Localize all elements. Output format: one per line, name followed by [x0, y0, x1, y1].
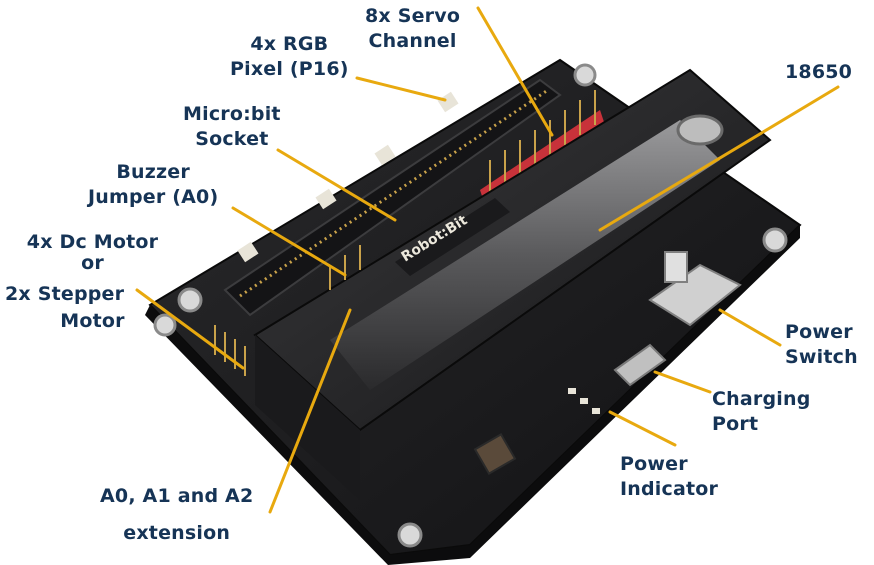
label-line: Motor: [60, 310, 125, 332]
label-line: Port: [712, 413, 759, 435]
label-line: Indicator: [620, 478, 719, 500]
leader-indicator: [608, 410, 677, 447]
leader-extension: [268, 308, 352, 514]
label-line: Pixel (P16): [230, 58, 349, 80]
label-line: Power: [785, 321, 853, 343]
label-line: 4x RGB: [250, 33, 329, 55]
leader-buzzer: [231, 206, 347, 277]
label-microbit-socket: Micro:bit Socket: [183, 102, 281, 152]
label-line: Charging: [712, 388, 811, 410]
battery-cell: [330, 120, 720, 390]
label-line: A0, A1 and A2: [100, 485, 254, 507]
leader-battery: [598, 85, 840, 232]
silkscreen-area: [395, 198, 510, 276]
pcb-edge: [145, 225, 800, 565]
leader-rgb: [355, 76, 447, 102]
motor-headers: [214, 325, 246, 376]
label-18650-battery: 18650: [785, 60, 852, 85]
label-power-indicator: Power Indicator: [620, 452, 718, 502]
label-line: Micro:bit: [183, 103, 281, 125]
label-servo-channel: 8x Servo Channel: [365, 4, 460, 54]
microbit-socket-contacts: [239, 88, 549, 298]
label-buzzer-jumper: Buzzer Jumper (A0): [88, 160, 218, 210]
label-line: 18650: [785, 61, 853, 83]
mounting-holes: [153, 63, 788, 548]
label-line: Switch: [785, 346, 858, 368]
label-charging-port: Charging Port: [712, 387, 811, 437]
indicator-leds: [568, 388, 600, 414]
label-analog-extension: A0, A1 and A2 extension: [100, 484, 253, 546]
label-line: Buzzer: [116, 161, 190, 183]
inductor: [473, 433, 517, 475]
label-line: 4x Dc Motor: [26, 231, 159, 253]
label-motor: 4x Dc Motor or 2x Stepper Motor: [5, 230, 180, 334]
leader-motor: [135, 288, 245, 370]
label-line: or: [81, 252, 104, 274]
rgb-pixels: [237, 91, 459, 263]
label-line: Socket: [195, 128, 269, 150]
leader-servo: [476, 6, 554, 137]
leader-charging: [653, 370, 712, 394]
power-switch-knob: [664, 251, 688, 283]
label-rgb-pixel: 4x RGB Pixel (P16): [230, 32, 349, 82]
label-line: 8x Servo: [365, 5, 461, 27]
label-line: extension: [123, 522, 231, 544]
label-power-switch: Power Switch: [785, 320, 858, 370]
label-line: 2x Stepper: [5, 283, 125, 305]
leader-switch: [718, 308, 782, 347]
label-line: Power: [620, 453, 688, 475]
leader-socket: [276, 148, 397, 222]
label-line: Jumper (A0): [88, 186, 219, 208]
charging-port: [613, 343, 667, 387]
label-line: Channel: [368, 30, 457, 52]
battery-contact: [676, 114, 724, 146]
